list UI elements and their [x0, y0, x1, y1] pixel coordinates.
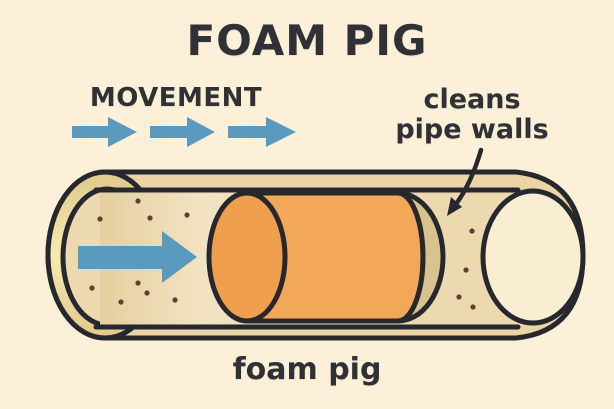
movement-arrow-icon-2	[150, 117, 215, 147]
pig-scrape-band	[395, 190, 446, 324]
flow-arrow-icon	[78, 231, 197, 283]
movement-arrow-icon-3	[228, 117, 296, 147]
cleans-line2: pipe walls	[395, 114, 549, 145]
cleans-line1: cleans	[423, 84, 521, 115]
page-title: FOAM PIG	[186, 16, 428, 65]
pointer-arrow	[447, 147, 484, 216]
pointer-arrowhead-icon	[447, 197, 462, 216]
movement-label: MOVEMENT	[89, 83, 263, 113]
debris-dots-right	[456, 228, 476, 310]
movement-arrow-icon-1	[72, 117, 137, 147]
cleans-pipe-walls-label: cleans pipe walls	[392, 85, 552, 145]
pipe-right-opening	[480, 188, 586, 326]
foam-pig-caption: foam pig	[232, 352, 382, 387]
foam-pig-face	[206, 190, 288, 324]
movement-arrows	[72, 117, 296, 147]
debris-dots-left	[89, 198, 190, 305]
